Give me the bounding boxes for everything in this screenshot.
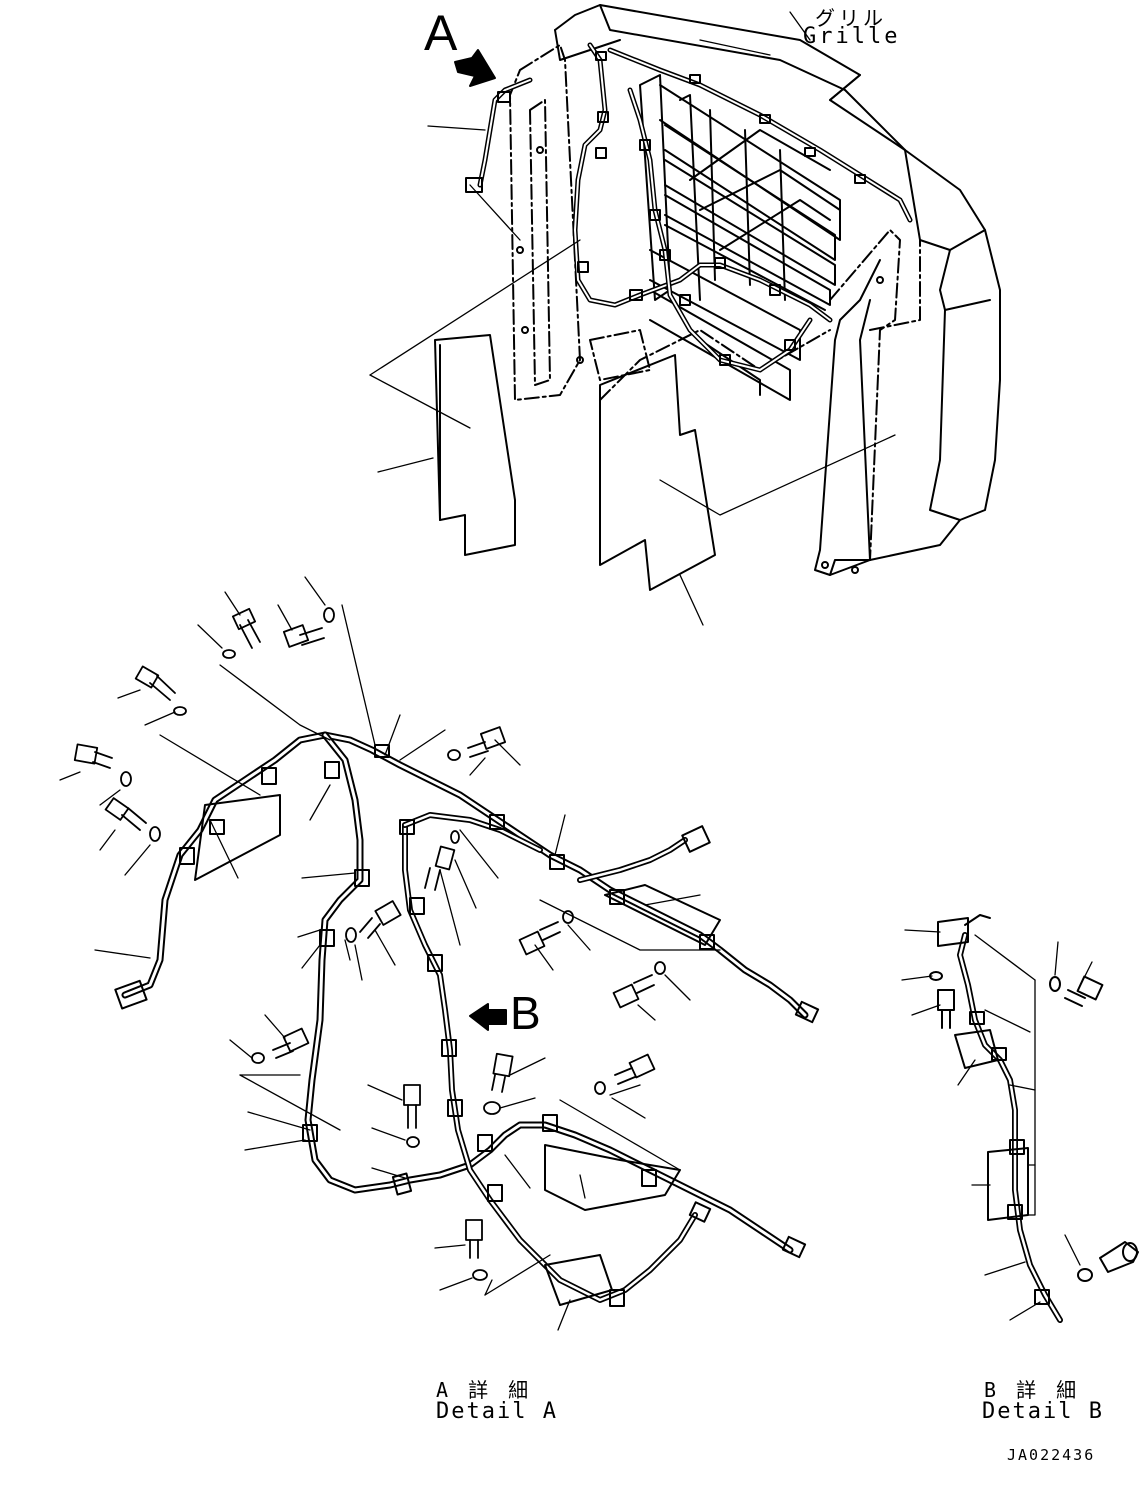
detail-a-label-en: Detail A	[436, 1399, 558, 1424]
connector-left	[114, 979, 148, 1010]
drawing-code: JA022436	[1007, 1446, 1096, 1464]
insulation-pad-left	[434, 334, 516, 556]
grille-label-jp: グリル	[815, 6, 887, 30]
detail-b-label-jp: B 詳 細	[984, 1378, 1081, 1402]
view-a-arrow	[454, 49, 496, 87]
detail-b-harness	[901, 914, 1139, 1323]
view-a-callout: A	[424, 5, 458, 61]
grille-assembly	[369, 4, 1001, 626]
grille-label-en: Grille	[803, 24, 901, 49]
detail-a-harness	[59, 576, 820, 1331]
detail-a-label-jp: A 詳 細	[436, 1378, 533, 1402]
hood-outline	[554, 4, 1001, 576]
view-b-callout: B	[510, 987, 541, 1039]
detail-b-label-en: Detail B	[982, 1399, 1104, 1424]
view-b-arrow	[469, 1003, 507, 1031]
insulation-pad-right	[599, 354, 716, 591]
